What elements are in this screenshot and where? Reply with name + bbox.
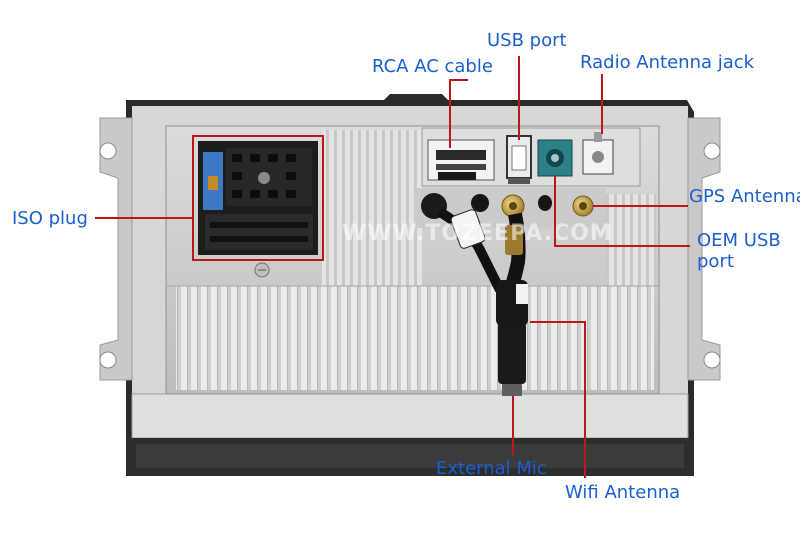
label-wifi-antenna: Wifi Antenna	[565, 482, 681, 503]
watermark-text: WWW.TOZEEPA.COM	[342, 221, 613, 246]
label-rca-ac-cable: RCA AC cable	[372, 56, 493, 77]
mic-and-wifi-cables	[437, 207, 528, 396]
label-usb-port: USB port	[487, 30, 567, 51]
label-radio-antenna-jack: Radio Antenna jack	[580, 52, 755, 73]
radio-antenna-jack	[582, 132, 614, 175]
label-oem-usb-port-line2: port	[697, 251, 734, 272]
lower-frame	[126, 393, 694, 476]
watermark: WWW.TOZEEPA.COM	[342, 221, 613, 246]
label-external-mic: External Mic	[436, 458, 547, 479]
leader-rca-ac-cable	[449, 79, 468, 148]
heatsink-housing	[165, 125, 660, 395]
iso-plug-connector	[192, 135, 324, 261]
usb-port-connector	[506, 135, 532, 184]
label-oem-usb-port-line1: OEM USB	[697, 230, 781, 251]
leader-oem-usb-port	[554, 176, 690, 247]
oem-usb-connector	[537, 139, 573, 177]
leader-wifi-antenna	[530, 321, 586, 478]
label-gps-antenna: GPS Antenna	[689, 186, 800, 207]
leader-lines	[95, 56, 690, 478]
mounting-bracket-left	[99, 117, 133, 381]
mounting-bracket-right	[687, 117, 721, 381]
label-iso-plug: ISO plug	[12, 208, 88, 229]
rca-ac-connector	[427, 139, 495, 181]
